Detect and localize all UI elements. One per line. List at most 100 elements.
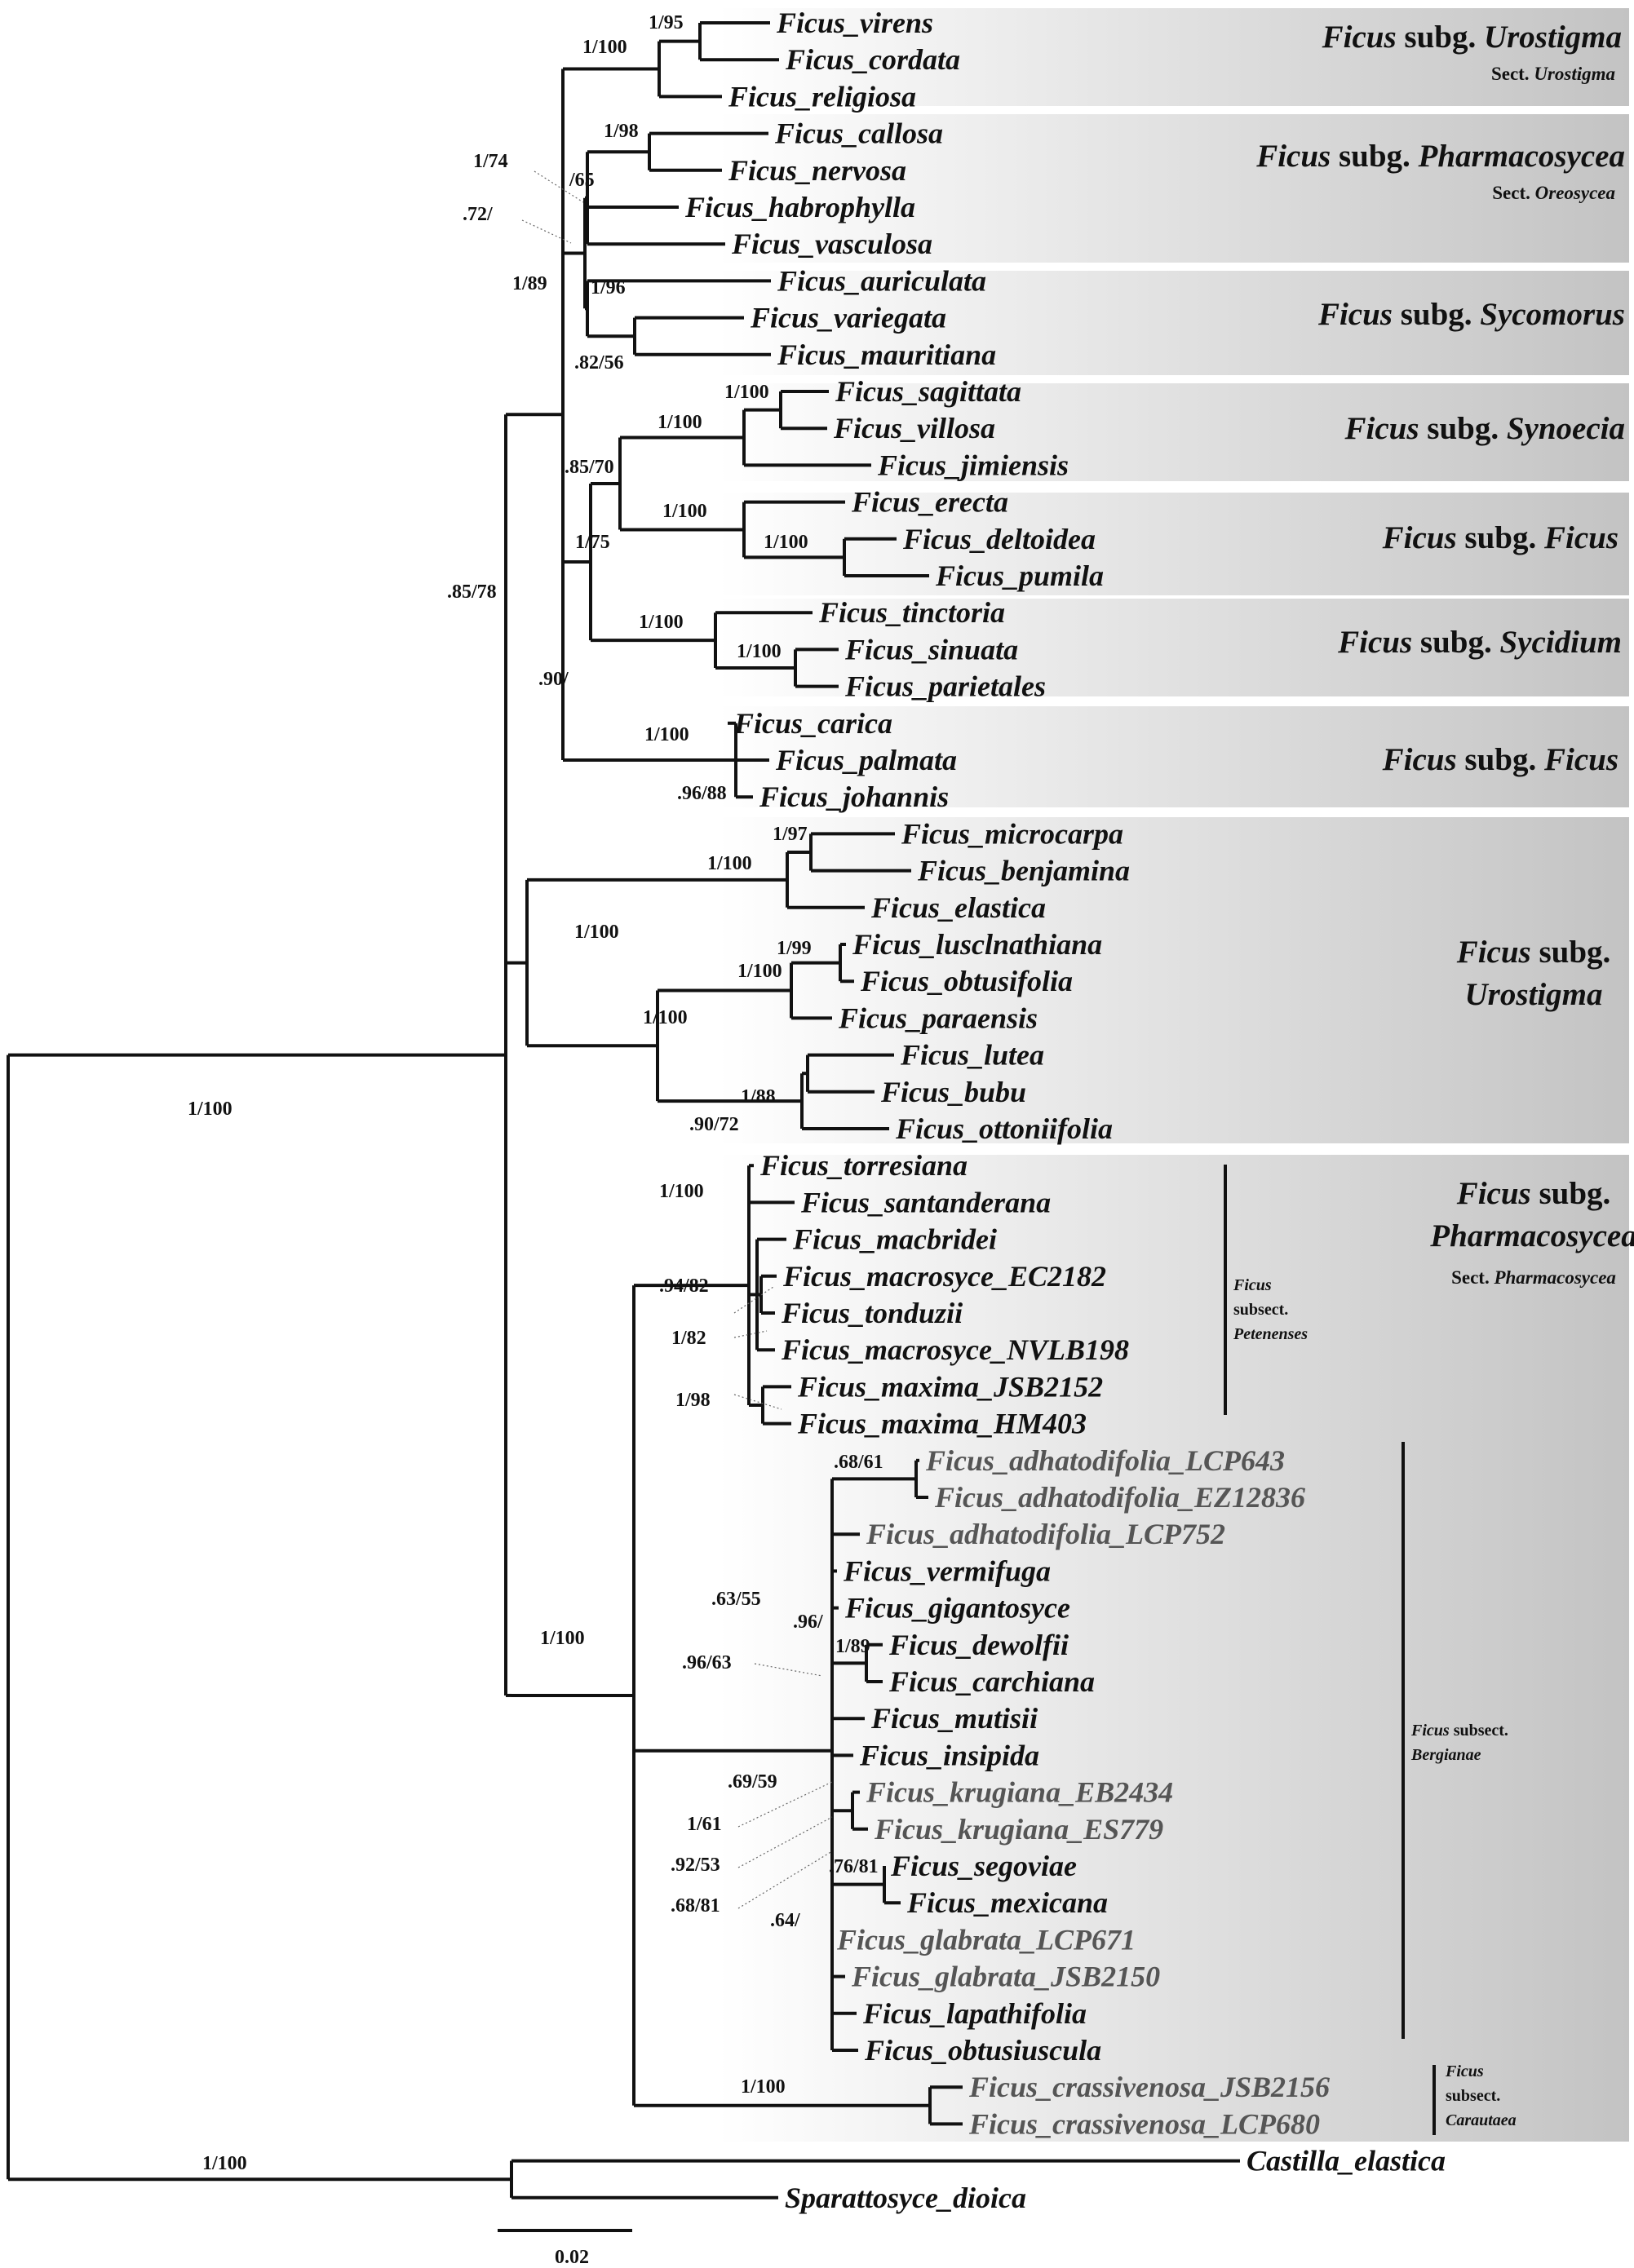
tip-label: Ficus_segoviae <box>890 1850 1077 1882</box>
tip-label: Ficus_nervosa <box>728 154 906 187</box>
band-urostigma-1 <box>718 8 1629 106</box>
support-label: 1/100 <box>662 501 707 522</box>
support-label: 1/100 <box>659 1181 704 1202</box>
tip-label: Ficus_obtusifolia <box>860 965 1073 997</box>
tip-label: Ficus_johannis <box>759 780 949 813</box>
clade-bands <box>718 8 1629 2142</box>
support-label: 1/95 <box>649 12 684 33</box>
support-label: 1/100 <box>737 641 782 662</box>
subsection-label: Petenenses <box>1233 1325 1308 1343</box>
band-pharmacosycea-oreosycea <box>718 114 1629 263</box>
support-label: 1/100 <box>188 1099 232 1120</box>
tip-label: Ficus_insipida <box>859 1739 1039 1771</box>
tip-label: Ficus_microcarpa <box>901 817 1123 850</box>
support-values: 1/100 1/100 .85/78 1/89 1/100 1/95 1/74 … <box>188 12 883 2174</box>
subsection-label: Ficus <box>1233 1276 1272 1294</box>
support-label: .63/55 <box>711 1589 761 1610</box>
tip-label: Ficus_obtusiuscula <box>864 2034 1101 2067</box>
clade-heading: Urostigma <box>1464 977 1602 1012</box>
tip-label: Ficus_religiosa <box>728 80 916 113</box>
support-label: 1/100 <box>639 612 684 633</box>
support-label: .96/63 <box>682 1652 732 1673</box>
tip-label: Ficus_lutea <box>900 1039 1044 1072</box>
support-label: .85/78 <box>447 581 497 603</box>
support-label: 1/100 <box>737 961 782 982</box>
support-label: 1/96 <box>591 277 626 298</box>
clade-section-label: Sect. Pharmacosycea <box>1451 1267 1616 1288</box>
tip-label: Ficus_bubu <box>880 1076 1026 1108</box>
tip-labels: Ficus_virensFicus_cordataFicus_religiosa… <box>684 7 1446 2214</box>
subsection-label: subsect. <box>1233 1301 1288 1319</box>
support-label: .90/72 <box>689 1114 739 1135</box>
clade-heading: Pharmacosycea <box>1429 1218 1634 1253</box>
clade-heading: Ficus subg. <box>1456 1176 1611 1211</box>
tip-label: Ficus_adhatodifolia_LCP643 <box>925 1444 1285 1477</box>
support-label: .82/56 <box>574 352 624 374</box>
support-label: .72/ <box>463 204 493 225</box>
tip-label: Ficus_ottoniifolia <box>895 1112 1113 1145</box>
band-pharmacosycea-pharmacosycea <box>718 1155 1629 2142</box>
tip-label: Ficus_cordata <box>785 43 960 76</box>
subsection-label: Ficus subsect. <box>1410 1722 1508 1740</box>
band-ficus-2 <box>718 706 1629 807</box>
support-label: 1/98 <box>604 121 639 142</box>
tip-label: Ficus_macrosyce_NVLB198 <box>781 1333 1129 1366</box>
tip-label: Ficus_parietales <box>844 670 1046 703</box>
tip-label: Ficus_palmata <box>775 744 957 776</box>
support-label: 1/88 <box>741 1086 776 1107</box>
scale-bar-label: 0.02 <box>555 2247 589 2268</box>
support-label: 1/100 <box>764 532 808 553</box>
tip-label: Ficus_vasculosa <box>731 228 932 260</box>
tip-label: Ficus_dewolfii <box>888 1629 1069 1661</box>
clade-section-label: Sect. Oreosycea <box>1492 183 1615 203</box>
tip-label: Ficus_tonduzii <box>781 1297 963 1329</box>
support-label: .76/81 <box>829 1856 879 1877</box>
tip-label: Ficus_carica <box>733 707 892 740</box>
support-label: 1/74 <box>473 151 508 172</box>
support-label: .96/88 <box>677 783 727 804</box>
band-sycidium <box>718 599 1629 696</box>
tree-branches <box>7 21 1240 2199</box>
support-label: 1/89 <box>835 1636 870 1657</box>
tip-label: Ficus_elastica <box>870 891 1046 924</box>
tip-label: Ficus_maxima_HM403 <box>797 1408 1087 1440</box>
clade-heading: Ficus subg. Urostigma <box>1322 20 1622 55</box>
subsection-label: Carautaea <box>1446 2111 1517 2129</box>
tip-label: Ficus_sinuata <box>844 633 1018 665</box>
support-label: .96/ <box>793 1611 823 1633</box>
band-ficus-1 <box>718 493 1629 595</box>
support-label: 1/100 <box>644 724 689 745</box>
support-label: 1/100 <box>741 2076 786 2098</box>
clade-heading: Ficus subg. <box>1456 935 1611 970</box>
support-label: .68/61 <box>834 1452 883 1473</box>
tip-label: Ficus_villosa <box>833 412 995 444</box>
clade-heading: Ficus subg. Ficus <box>1382 520 1619 555</box>
support-label: .69/59 <box>728 1771 777 1793</box>
clade-heading: Ficus subg. Sycidium <box>1337 625 1622 660</box>
tip-label: Ficus_mauritiana <box>777 338 996 371</box>
tip-label: Ficus_macbridei <box>792 1223 997 1256</box>
tip-label: Ficus_mutisii <box>870 1702 1038 1735</box>
support-label: .64/ <box>770 1910 800 1931</box>
support-label: 1/100 <box>724 382 769 403</box>
tip-label: Ficus_mexicana <box>906 1886 1108 1919</box>
tip-label: Ficus_krugiana_ES779 <box>874 1813 1163 1846</box>
support-label: 1/75 <box>575 532 610 553</box>
clade-heading: Ficus subg. Ficus <box>1382 742 1619 777</box>
tip-label: Ficus_vermifuga <box>843 1554 1051 1587</box>
support-label: 1/97 <box>773 824 808 845</box>
tip-label: Ficus_habrophylla <box>684 191 915 223</box>
tip-label: Ficus_virens <box>776 7 933 39</box>
support-label: 1/100 <box>658 412 702 433</box>
clade-heading: Ficus subg. Sycomorus <box>1317 297 1625 332</box>
scale-bar: 0.02 <box>498 2229 632 2268</box>
support-label: 1/100 <box>582 37 627 58</box>
tip-label: Ficus_torresiana <box>759 1149 968 1182</box>
support-label: 1/82 <box>671 1328 706 1349</box>
support-label: 1/61 <box>687 1814 722 1835</box>
tip-label: Ficus_carchiana <box>888 1665 1095 1698</box>
support-label: /65 <box>569 170 595 191</box>
support-label: .90/ <box>538 669 569 690</box>
support-label: 1/100 <box>202 2153 247 2174</box>
